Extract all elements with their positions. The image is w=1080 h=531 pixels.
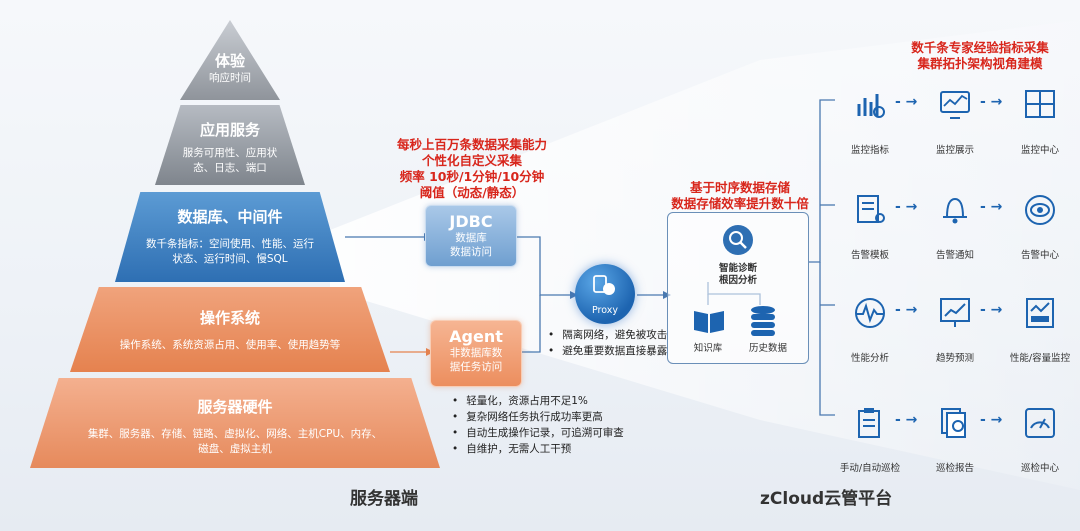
note-line: 频率 10秒/1分钟/10分钟 (399, 169, 545, 184)
bell-icon (943, 197, 967, 224)
tier-desc-line: 服务可用性、应用状 (182, 147, 278, 159)
flow-label: 巡检报告 (935, 463, 974, 474)
proxy-bullets: 隔离网络，避免被攻击 避免重要数据直接暴露 (548, 327, 667, 359)
jdbc-desc-line: 数据访问 (450, 246, 492, 258)
jdbc-desc-line: 数据库 (455, 232, 487, 244)
flow-label: 监控中心 (1020, 145, 1059, 156)
jdbc-box: JDBC 数据库 数据访问 (425, 205, 517, 267)
tier-title: 数据库、中间件 (177, 208, 283, 226)
flow-arrow: - → (980, 412, 1003, 428)
trend-icon (940, 298, 970, 327)
book-icon (694, 311, 724, 333)
tier-desc-line: 磁盘、虚拟主机 (198, 443, 272, 455)
pyramid-tier-app-service: 应用服务 服务可用性、应用状 态、日志、端口 (155, 105, 305, 185)
knowledge-label: 知识库 (693, 343, 723, 354)
note-line: 基于时序数据存储 (689, 180, 790, 195)
history-label: 历史数据 (748, 343, 787, 354)
agent-desc-line: 据任务访问 (449, 361, 503, 373)
agent-bullets: 轻量化，资源占用不足1% 复杂网络任务执行成功率更高 自动生成操作记录，可追溯可… (452, 393, 624, 457)
proxy-label: Proxy (591, 305, 619, 316)
diagnosis-icon (723, 225, 753, 255)
tier-title: 服务器硬件 (197, 398, 273, 416)
jdbc-note: 每秒上百万条数据采集能力 个性化自定义采集 频率 10秒/1分钟/10分钟 阈值… (392, 137, 552, 201)
flow-grid: 监控指标 - → 监控展示 - → 监控中心告警模板 - → 告警通知 - → 告警中心性能分析… (825, 80, 1080, 480)
proxy-node (575, 264, 635, 324)
note-line: 个性化自定义采集 (421, 153, 522, 168)
note-line: 阈值（动态/静态） (419, 185, 525, 200)
capacity-icon (1026, 298, 1054, 328)
pulse-icon (855, 298, 885, 328)
flow-arrow: - → (895, 199, 918, 215)
note-line: 每秒上百万条数据采集能力 (396, 137, 547, 152)
storage-box: 智能诊断 根因分析 知识库 历史数据 (667, 212, 809, 364)
tier-title: 操作系统 (199, 309, 260, 327)
footer-server: 服务器端 (350, 489, 418, 509)
flow-arrow: - → (895, 302, 918, 318)
list-item: 自动生成操作记录，可追溯可审查 (452, 425, 624, 441)
platform-note: 数千条专家经验指标采集 集群拓扑架构视角建模 (880, 40, 1080, 72)
agent-title: Agent (449, 327, 503, 346)
alert-template-icon (857, 195, 885, 223)
storage-note: 基于时序数据存储 数据存储效率提升数十倍 (640, 180, 840, 212)
list-item: 避免重要数据直接暴露 (548, 343, 667, 359)
list-item: 自维护，无需人工干预 (452, 441, 624, 457)
agent-box: Agent 非数据库数 据任务访问 (430, 320, 522, 387)
note-line: 集群拓扑架构视角建模 (917, 56, 1043, 71)
tier-desc-line: 集群、服务器、存储、链路、虚拟化、网络、主机CPU、内存、 (87, 428, 383, 440)
pyramid-tier-database: 数据库、中间件 数千条指标：空间使用、性能、运行 状态、运行时间、慢SQL (115, 192, 345, 282)
flow-label: 性能/容量监控 (1009, 353, 1071, 364)
checklist-icon (858, 408, 880, 438)
tier-desc-line: 态、日志、端口 (193, 162, 267, 174)
monitor-center-icon (1025, 90, 1055, 118)
flow-label: 趋势预测 (935, 353, 974, 364)
note-line: 数据存储效率提升数十倍 (671, 196, 809, 211)
pyramid-tier-hardware: 服务器硬件 集群、服务器、存储、链路、虚拟化、网络、主机CPU、内存、 磁盘、虚… (30, 378, 440, 468)
metrics-icon (857, 94, 885, 118)
database-icon (751, 306, 775, 336)
diag-label-line: 智能诊断 (718, 263, 757, 274)
flow-arrow: - → (895, 412, 918, 428)
diag-label-line: 根因分析 (718, 275, 757, 286)
flow-label: 巡检中心 (1020, 463, 1059, 474)
eye-icon (1025, 195, 1055, 225)
agent-desc-line: 非数据库数 (449, 347, 503, 359)
tier-desc-line: 状态、运行时间、慢SQL (172, 253, 288, 265)
flow-arrow: - → (980, 199, 1003, 215)
flow-label: 监控展示 (935, 145, 974, 156)
report-icon (941, 408, 966, 438)
tier-title: 应用服务 (199, 121, 260, 139)
tier-desc: 响应时间 (209, 72, 251, 84)
flow-label: 告警模板 (850, 250, 889, 261)
flow-label: 监控指标 (850, 145, 889, 156)
proxy-icon (593, 275, 615, 295)
dashboard-icon (940, 91, 970, 119)
flow-label: 告警通知 (935, 250, 974, 261)
flow-label: 手动/自动巡检 (839, 463, 901, 474)
tier-title: 体验 (214, 52, 245, 70)
note-line: 数千条专家经验指标采集 (911, 40, 1049, 55)
flow-label: 性能分析 (850, 353, 889, 364)
tier-desc-line: 数千条指标：空间使用、性能、运行 (146, 238, 314, 250)
list-item: 轻量化，资源占用不足1% (452, 393, 624, 409)
gauge-icon (1025, 408, 1055, 438)
pyramid-tier-os: 操作系统 操作系统、系统资源占用、使用率、使用趋势等 (70, 287, 390, 372)
footer-platform: zCloud云管平台 (760, 489, 893, 509)
list-item: 复杂网络任务执行成功率更高 (452, 409, 624, 425)
flow-arrow: - → (980, 94, 1003, 110)
flow-arrow: - → (895, 94, 918, 110)
flow-arrow: - → (980, 302, 1003, 318)
list-item: 隔离网络，避免被攻击 (548, 327, 667, 343)
jdbc-title: JDBC (449, 212, 493, 231)
tier-desc: 操作系统、系统资源占用、使用率、使用趋势等 (119, 339, 341, 351)
flow-label: 告警中心 (1020, 250, 1059, 261)
